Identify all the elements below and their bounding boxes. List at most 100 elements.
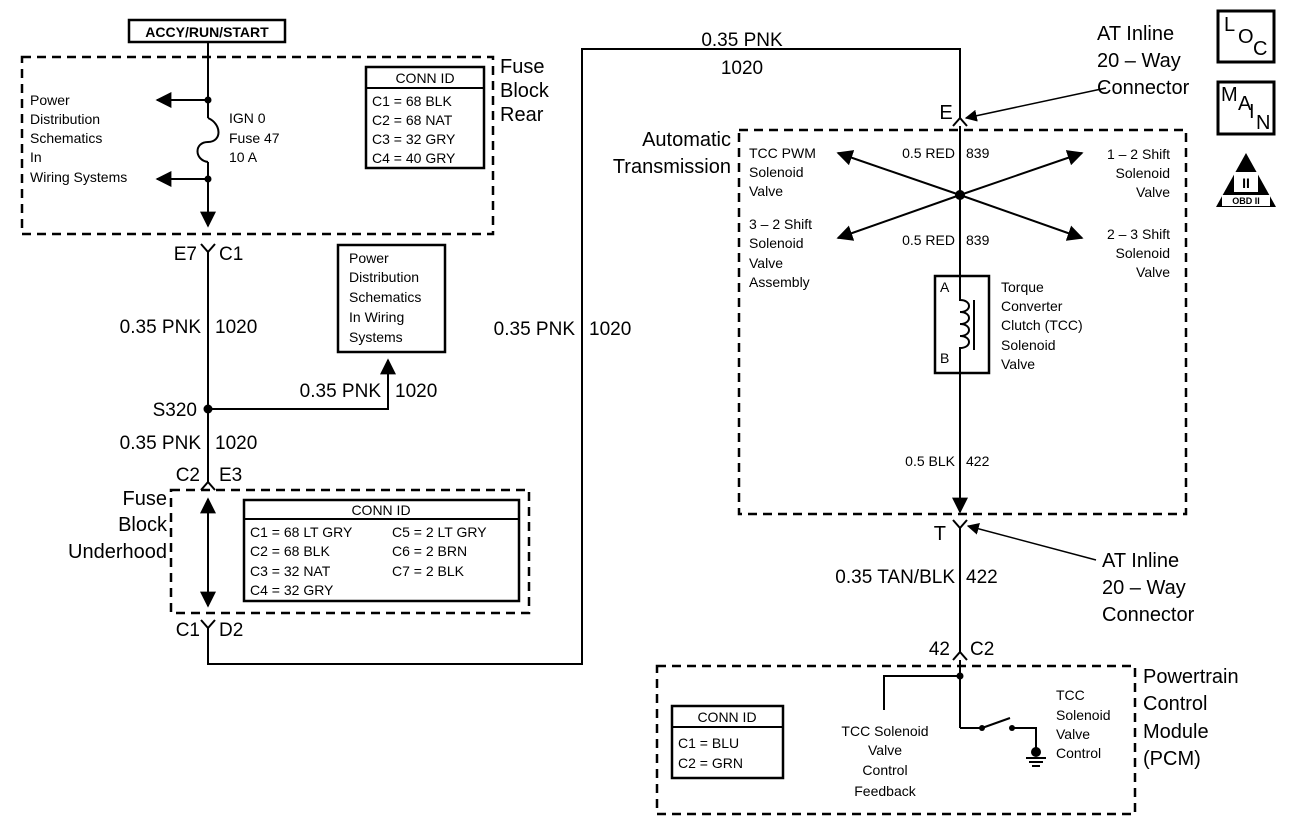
svg-text:422: 422 [966, 453, 990, 469]
svg-text:E: E [939, 102, 952, 124]
svg-text:TCC Solenoid: TCC Solenoid [841, 723, 928, 739]
obd-ii-icon: II OBD II [1216, 153, 1276, 207]
svg-text:Torque: Torque [1001, 279, 1044, 295]
ground-icon [1026, 747, 1046, 767]
svg-text:1020: 1020 [215, 317, 257, 338]
pnk-1020-branch-wire [208, 358, 396, 410]
tcc-control-label: TCC Solenoid Valve Control [1056, 687, 1111, 761]
svg-text:Solenoid: Solenoid [1056, 707, 1111, 723]
svg-text:Rear: Rear [500, 104, 544, 126]
svg-text:Valve: Valve [1136, 264, 1170, 280]
svg-text:C2: C2 [970, 639, 994, 660]
connector-c1-d2 [200, 619, 216, 630]
svg-text:O: O [1238, 26, 1254, 48]
svg-text:20 – Way: 20 – Way [1102, 577, 1186, 599]
svg-text:Schematics: Schematics [30, 130, 102, 146]
fuse-block-underhood-title: Fuse Block Underhood [68, 488, 168, 563]
svg-text:B: B [940, 350, 949, 366]
ignition-source-label: ACCY/RUN/START [127, 18, 287, 44]
svg-text:Connector: Connector [1102, 604, 1195, 626]
pcm-title: Powertrain Control Module (PCM) [1143, 666, 1239, 770]
power-distribution-ref-rear: Power Distribution Schematics In Wiring … [30, 92, 127, 185]
svg-text:1 – 2 Shift: 1 – 2 Shift [1107, 146, 1170, 162]
svg-text:839: 839 [966, 145, 990, 161]
svg-text:Clutch (TCC): Clutch (TCC) [1001, 317, 1083, 333]
svg-text:S320: S320 [153, 400, 197, 421]
svg-text:C2 = 68 BLK: C2 = 68 BLK [250, 543, 330, 559]
svg-text:Valve: Valve [749, 183, 783, 199]
tcc-pwm-solenoid-label: TCC PWM Solenoid Valve [749, 145, 816, 199]
svg-text:C5 = 2 LT GRY: C5 = 2 LT GRY [392, 524, 487, 540]
svg-text:C2 = 68 NAT: C2 = 68 NAT [372, 112, 453, 128]
svg-text:Valve: Valve [749, 255, 783, 271]
svg-text:Fuse 47: Fuse 47 [229, 130, 280, 146]
svg-text:839: 839 [966, 232, 990, 248]
svg-text:A: A [940, 279, 950, 295]
svg-text:42: 42 [929, 639, 950, 660]
svg-text:Converter: Converter [1001, 298, 1063, 314]
svg-text:II: II [1242, 175, 1250, 191]
tcc-control-switch [979, 717, 1037, 752]
tcc-solenoid-coil: A B [933, 274, 991, 375]
svg-text:Assembly: Assembly [749, 274, 810, 290]
conn-id-table-underhood: CONN ID C1 = 68 LT GRY C2 = 68 BLK C3 = … [242, 498, 521, 603]
svg-text:C2 = GRN: C2 = GRN [678, 755, 743, 771]
wire-to-shift-32 [836, 194, 961, 241]
svg-text:I: I [1249, 101, 1255, 123]
svg-text:0.35 PNK: 0.35 PNK [701, 30, 783, 51]
svg-text:Valve: Valve [1136, 184, 1170, 200]
conn-id-table-rear: CONN ID C1 = 68 BLK C2 = 68 NAT C3 = 32 … [364, 65, 486, 170]
svg-text:1020: 1020 [395, 381, 437, 402]
svg-text:E3: E3 [219, 465, 242, 486]
connector-c2-e3 [200, 480, 216, 491]
svg-text:0.5 BLK: 0.5 BLK [905, 453, 955, 469]
svg-text:C7 = 2 BLK: C7 = 2 BLK [392, 563, 465, 579]
automatic-transmission-border [737, 128, 1188, 516]
svg-text:Distribution: Distribution [30, 111, 100, 127]
power-distribution-ref-box: Power Distribution Schematics In Wiring … [336, 243, 447, 354]
svg-text:Control: Control [1143, 693, 1207, 715]
svg-text:AT Inline: AT Inline [1097, 23, 1174, 45]
svg-text:TCC: TCC [1056, 687, 1085, 703]
conn-id-table-pcm: CONN ID C1 = BLU C2 = GRN [670, 704, 785, 780]
svg-text:C1 = 68 BLK: C1 = 68 BLK [372, 93, 452, 109]
automatic-transmission-title: Automatic Transmission [613, 129, 731, 178]
svg-text:0.5 RED: 0.5 RED [902, 232, 955, 248]
wire-to-tcc-pwm [836, 150, 961, 196]
svg-text:0.35 PNK: 0.35 PNK [300, 381, 382, 402]
svg-text:Block: Block [500, 80, 550, 102]
svg-text:In: In [30, 149, 42, 165]
svg-text:Control: Control [862, 762, 907, 778]
svg-text:M: M [1221, 84, 1238, 106]
svg-text:In Wiring: In Wiring [349, 309, 404, 325]
svg-text:Power: Power [30, 92, 70, 108]
svg-text:OBD II: OBD II [1232, 196, 1260, 206]
svg-text:Automatic: Automatic [642, 129, 731, 151]
svg-text:AT Inline: AT Inline [1102, 550, 1179, 572]
connector-t [952, 519, 968, 530]
svg-text:ACCY/RUN/START: ACCY/RUN/START [145, 24, 269, 40]
svg-text:Solenoid: Solenoid [1001, 337, 1056, 353]
at-inline-connector-top-label: AT Inline 20 – Way Connector [1097, 23, 1190, 99]
svg-text:C: C [1253, 38, 1267, 60]
svg-text:(PCM): (PCM) [1143, 748, 1201, 770]
svg-text:Control: Control [1056, 745, 1101, 761]
loc-icon: L O C LOC [1216, 9, 1276, 64]
svg-text:A: A [1238, 93, 1252, 115]
svg-text:C3 = 32 NAT: C3 = 32 NAT [250, 563, 331, 579]
svg-text:0.35 PNK: 0.35 PNK [120, 433, 202, 454]
pnk-1020-main-wire [207, 48, 961, 665]
svg-text:CONN ID: CONN ID [395, 70, 454, 86]
svg-text:C1 = BLU: C1 = BLU [678, 735, 739, 751]
svg-text:C1: C1 [176, 620, 200, 641]
shift-23-solenoid-label: 2 – 3 Shift Solenoid Valve [1107, 226, 1170, 280]
svg-text:L: L [1224, 14, 1235, 36]
fuse-block-rear-title: Fuse Block Rear [500, 56, 550, 126]
svg-text:Valve: Valve [1056, 726, 1090, 742]
svg-text:TCC PWM: TCC PWM [749, 145, 816, 161]
svg-text:3 – 2 Shift: 3 – 2 Shift [749, 216, 812, 232]
shift-12-solenoid-label: 1 – 2 Shift Solenoid Valve [1107, 146, 1170, 200]
svg-text:Solenoid: Solenoid [1116, 165, 1171, 181]
fuse-47-icon [196, 117, 220, 163]
